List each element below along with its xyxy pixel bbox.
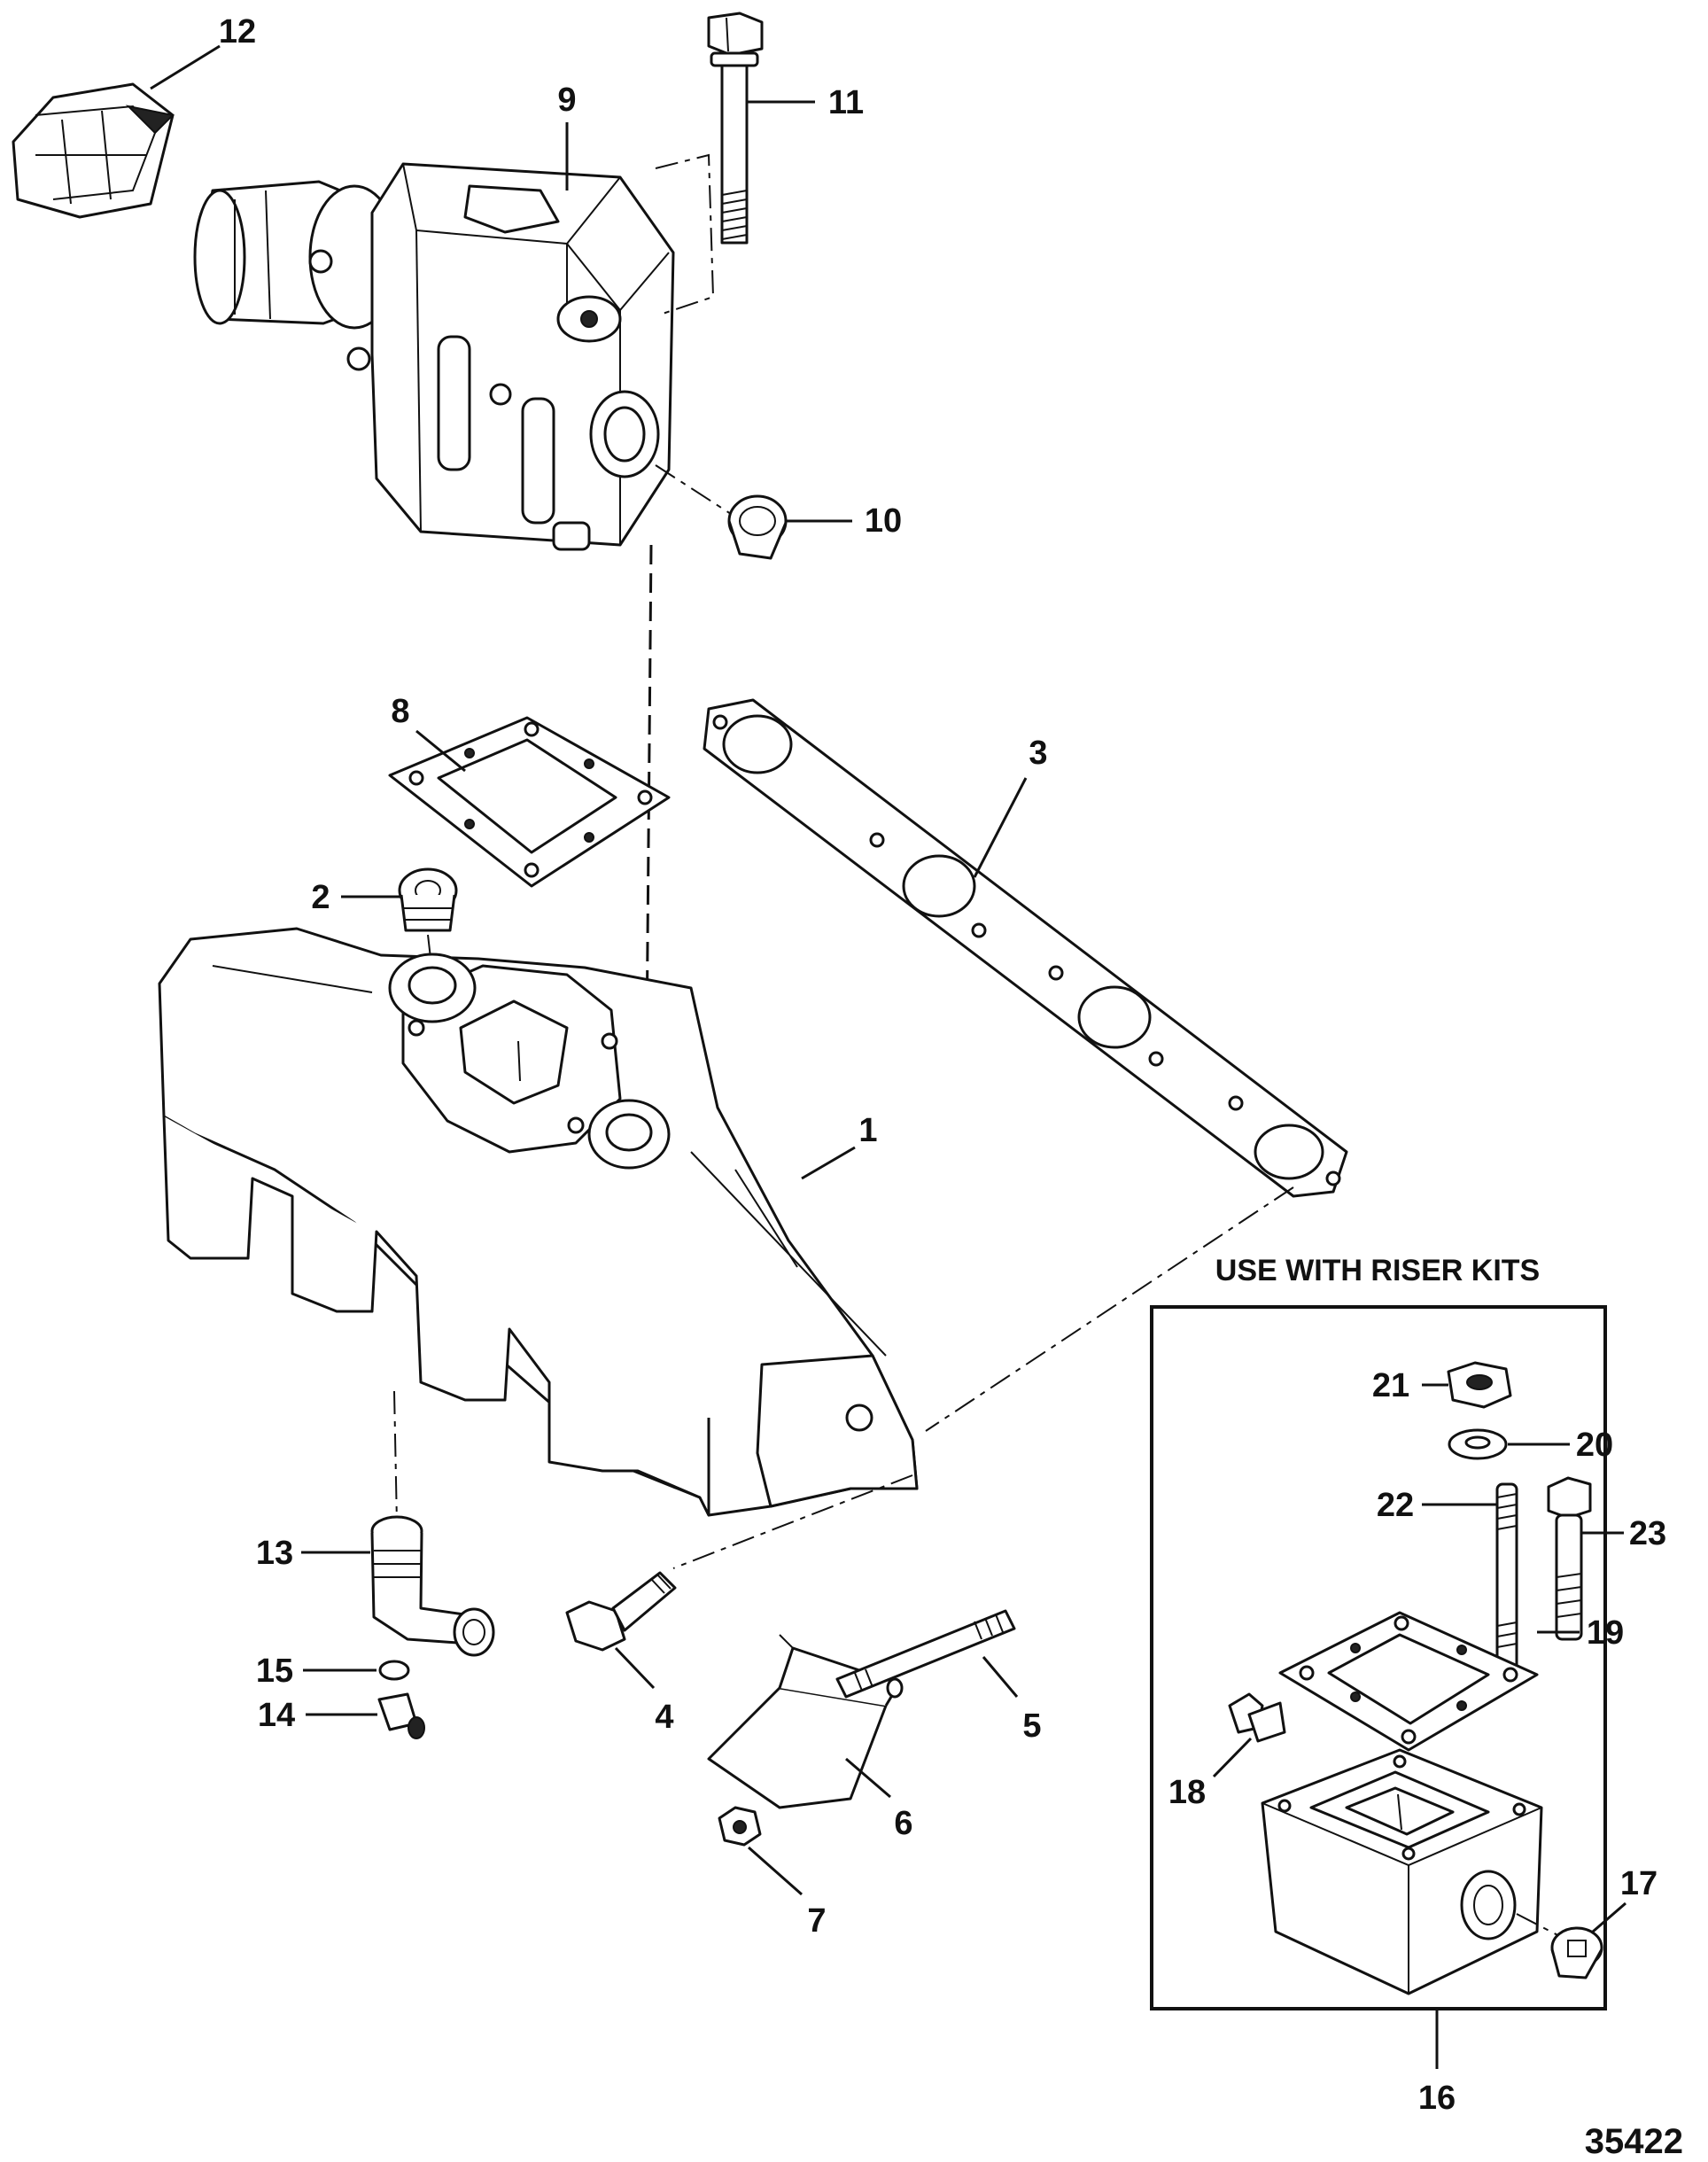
leader-7 (748, 1846, 803, 1896)
part-16-riser (1261, 1748, 1543, 1995)
part-23-bolt (1547, 1476, 1592, 1641)
part-7-nut (718, 1806, 762, 1847)
callout-2: 2 (311, 879, 330, 916)
part-20-washer (1448, 1428, 1508, 1460)
part-19-gasket (1278, 1611, 1539, 1752)
callout-18: 18 (1168, 1774, 1206, 1811)
part-8-gasket (388, 716, 671, 888)
callout-5: 5 (1022, 1707, 1041, 1745)
part-11-bolt (707, 12, 764, 245)
callout-17: 17 (1620, 1865, 1658, 1902)
callout-9: 9 (557, 82, 576, 119)
part-18-plug (1228, 1692, 1286, 1743)
part-3-manifold-gasket (703, 698, 1348, 1198)
callout-22: 22 (1377, 1487, 1414, 1524)
plug-phantom-path (655, 464, 732, 515)
part-2-plug (398, 867, 458, 932)
manifold-gasket-centerline (925, 1186, 1294, 1432)
callout-10: 10 (865, 502, 902, 540)
inset-frame (1150, 1305, 1607, 2010)
callout-14: 14 (258, 1697, 295, 1734)
part-12-screen (12, 82, 175, 219)
part-1-exhaust-manifold (158, 927, 919, 1517)
bolt-phantom-path (655, 153, 715, 315)
callout-3: 3 (1029, 735, 1047, 772)
part-6-bracket (707, 1634, 904, 1809)
leader-3 (973, 777, 1028, 878)
callout-20: 20 (1576, 1427, 1613, 1464)
inset-title: USE WITH RISER KITS (1215, 1254, 1540, 1287)
part-13-elbow-fitting (370, 1515, 495, 1657)
part-5-stud (835, 1609, 1016, 1699)
fitting-13-centerline (393, 1390, 398, 1525)
part-10-plug (727, 494, 788, 560)
callout-1: 1 (858, 1112, 877, 1149)
callout-8: 8 (391, 693, 409, 730)
part-4-bolt (565, 1571, 677, 1652)
leader-18 (1212, 1737, 1253, 1778)
bolt-4-centerline (672, 1474, 913, 1569)
callout-15: 15 (256, 1653, 293, 1690)
alignment-line-9-to-1 (645, 544, 653, 1042)
callout-12: 12 (219, 13, 256, 51)
callout-23: 23 (1629, 1515, 1666, 1552)
leader-6 (845, 1757, 891, 1799)
leader-8 (415, 729, 466, 773)
callout-4: 4 (655, 1699, 673, 1736)
part-22-stud (1495, 1482, 1518, 1672)
leader-17 (1592, 1901, 1626, 1933)
leader-4 (614, 1646, 656, 1690)
callout-16: 16 (1418, 2080, 1456, 2117)
figure-number: 35422 (1585, 2122, 1683, 2161)
part-21-nut (1447, 1361, 1512, 1409)
callout-19: 19 (1587, 1614, 1624, 1652)
callout-13: 13 (256, 1535, 293, 1572)
leader-5 (982, 1656, 1019, 1698)
part-14-drain-valve (377, 1692, 425, 1739)
plug-2-phantom (427, 934, 432, 967)
part-17-plug (1550, 1926, 1603, 1979)
leader-1 (801, 1146, 856, 1180)
part-9-exhaust-elbow (193, 162, 675, 551)
callout-21: 21 (1372, 1367, 1409, 1404)
leader-12 (150, 44, 221, 90)
callout-7: 7 (807, 1902, 826, 1940)
part-15-o-ring (378, 1660, 410, 1681)
callout-6: 6 (894, 1805, 912, 1842)
callout-11: 11 (828, 84, 864, 121)
